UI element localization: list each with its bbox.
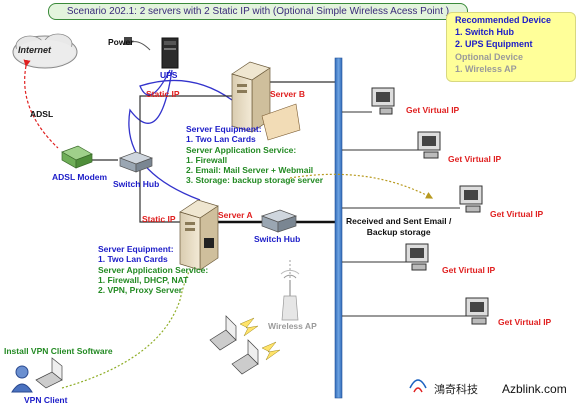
server-a-equipment-heading: Server Equipment:: [98, 244, 174, 254]
adsl-link: [23, 59, 59, 149]
server-a-icon: [179, 199, 219, 271]
client-pc-2-icon: [417, 131, 441, 159]
switch-hub-right-icon: [260, 209, 298, 233]
power-cable: [131, 41, 151, 51]
client-3-label: Get Virtual IP: [490, 209, 544, 219]
server-a-service-2: 2. VPN, Proxy Server: [98, 285, 183, 296]
client-pc-3-icon: [459, 185, 483, 213]
recommended-item-1: 1. Switch Hub: [455, 27, 515, 37]
client-pc-1-icon: [371, 87, 395, 115]
client-5-label: Get Virtual IP: [498, 317, 552, 327]
server-a-service-heading: Server Application Service:: [98, 264, 209, 275]
email-flow: [289, 173, 434, 199]
adsl-modem-icon: [61, 145, 93, 169]
client-pc-5-icon: [465, 297, 489, 325]
vpn-client-label: VPN Client: [24, 395, 68, 405]
lightning-2-icon: [261, 341, 281, 361]
server-b-icon: [231, 61, 301, 141]
hub-server-a-link: [139, 160, 186, 223]
server-a-equipment-item: 1. Two Lan Cards: [98, 254, 168, 265]
server-b-equipment-item: 1. Two Lan Cards: [186, 134, 256, 145]
power-label: Power: [108, 37, 134, 47]
recommended-heading: Recommended Device: [455, 15, 552, 25]
server-b-service-3: 3. Storage: backup storage server: [186, 175, 324, 186]
network-backbone: [334, 57, 343, 399]
optional-heading: Optional Device: [455, 52, 524, 62]
wireless-laptop-1-icon: [209, 315, 237, 351]
server-a-info: Server Equipment: 1. Two Lan Cards Serve…: [98, 244, 208, 295]
static-ip-top-label: Static IP: [146, 89, 180, 99]
server-b-info: Server Equipment: 1. Two Lan Cards Serve…: [186, 124, 323, 186]
server-b-service-heading: Server Application Service:: [186, 144, 297, 155]
ups-label: UPS: [160, 70, 178, 80]
client-pc-4-icon: [405, 243, 429, 271]
adsl-modem-label: ADSL Modem: [52, 172, 108, 182]
internet-label: Internet: [18, 45, 52, 55]
server-b-service-1: 1. Firewall: [186, 154, 228, 165]
client-2-label: Get Virtual IP: [448, 154, 502, 164]
recommended-device-panel: Recommended Device 1. Switch Hub 2. UPS …: [446, 12, 576, 82]
client-1-label: Get Virtual IP: [406, 105, 460, 115]
switch-hub-right-label: Switch Hub: [254, 234, 301, 244]
ups-icon: [161, 37, 179, 69]
vpn-tunnel: [61, 254, 209, 389]
vpn-install-label: Install VPN Client Software: [4, 346, 113, 356]
power-plug-icon: [124, 37, 132, 45]
brand-logo-icon: [409, 379, 427, 393]
brand-chinese: 鴻奇科技: [434, 383, 478, 396]
client-4-label: Get Virtual IP: [442, 265, 496, 275]
wireless-ap-label: Wireless AP: [268, 321, 317, 331]
adsl-label: ADSL: [30, 109, 54, 119]
scenario-title: Scenario 202.1: 2 servers with 2 Static …: [48, 3, 468, 20]
lightning-1-icon: [239, 317, 259, 337]
brand-site: Azblink.com: [502, 382, 567, 396]
static-ip-bottom-label: Static IP: [142, 214, 176, 224]
server-b-label: Server B: [270, 89, 305, 99]
optional-item: 1. Wireless AP: [455, 64, 517, 74]
wireless-ap-icon: [280, 269, 300, 321]
server-b-equipment-heading: Server Equipment:: [186, 124, 262, 134]
switch-hub-left-icon: [119, 151, 153, 173]
recommended-item-2: 2. UPS Equipment: [455, 39, 533, 49]
ups-to-server-b-cable: [139, 69, 233, 101]
server-a-label: Server A: [218, 210, 253, 220]
email-backup-label: Received and Sent Email / Backup storage: [346, 216, 452, 237]
wireless-laptop-2-icon: [231, 339, 259, 375]
switch-hub-left-label: Switch Hub: [113, 179, 160, 189]
vpn-client-person-icon: [11, 365, 33, 393]
server-b-service-2: 2. Email: Mail Server + Webmail: [186, 165, 314, 176]
vpn-client-laptop-icon: [35, 357, 63, 389]
ups-to-server-a-cable: [128, 69, 201, 201]
hub-server-b-link: [139, 95, 232, 160]
server-a-service-1: 1. Firewall, DHCP, NAT: [98, 274, 189, 285]
